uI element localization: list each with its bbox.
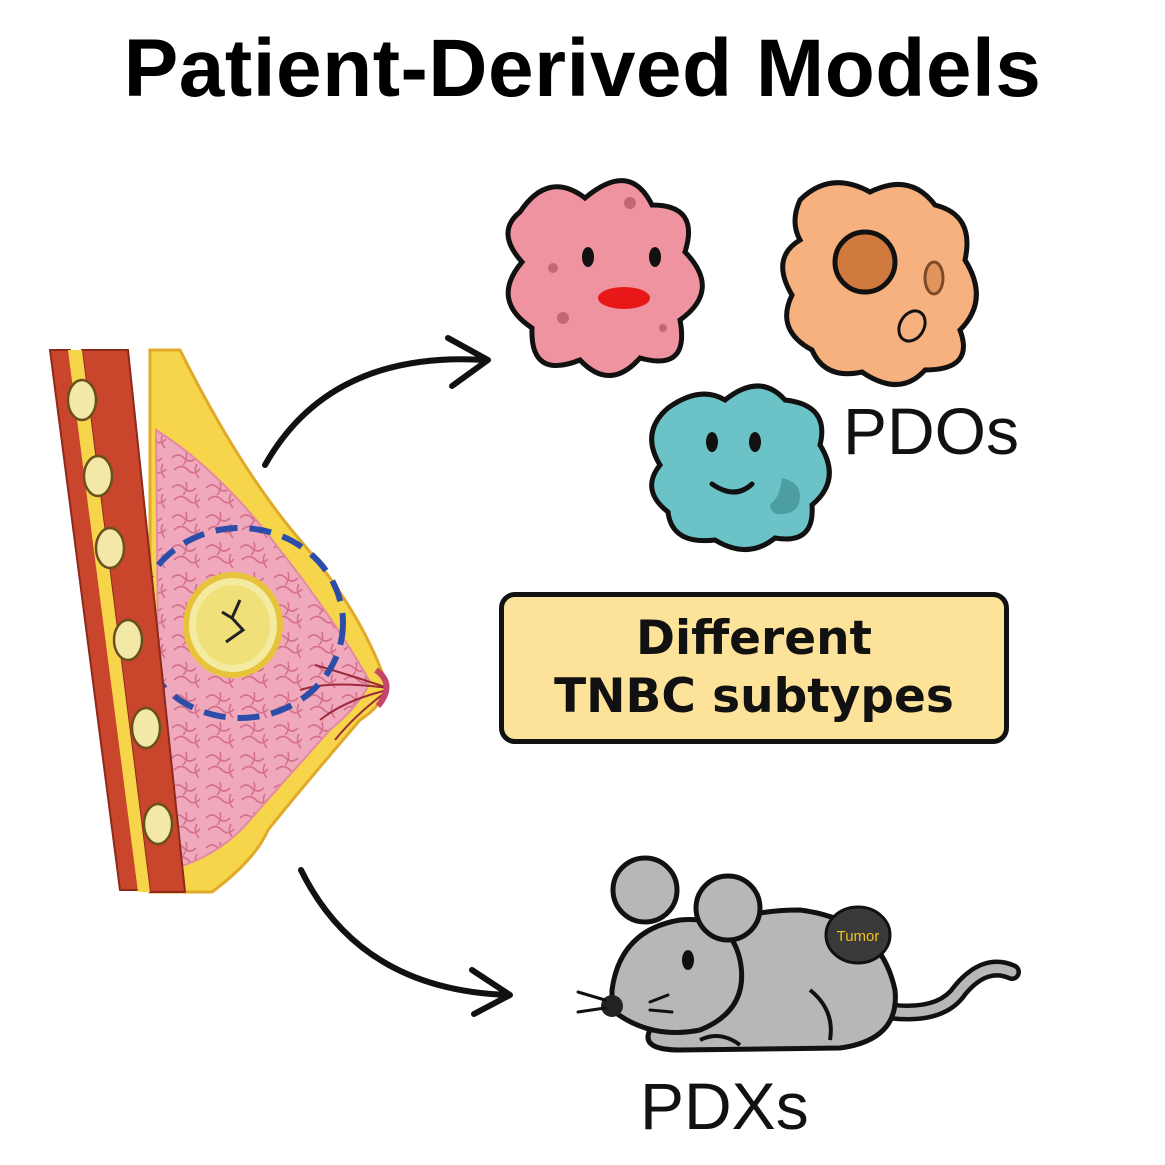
arrow-to-pdxs — [298, 867, 513, 1017]
pink-organoid — [505, 178, 705, 378]
breast-cross-section-illustration — [48, 348, 390, 894]
teal-organoid — [649, 383, 832, 552]
arrow-to-pdos — [262, 335, 491, 468]
page-title: Patient-Derived Models — [123, 23, 1042, 114]
mouse-tumor: Tumor — [824, 905, 892, 965]
orange-organoid — [780, 180, 979, 387]
breast-tumor-nodule — [183, 572, 283, 678]
mouse-illustration: Tumor — [576, 855, 1021, 1053]
subtypes-box-line2: TNBC subtypes — [554, 669, 954, 724]
subtypes-box-line1: Different — [635, 611, 873, 666]
tnbc-subtypes-box: Different TNBC subtypes — [499, 592, 1009, 744]
pdxs-label: PDXs — [640, 1069, 809, 1143]
pdos-label: PDOs — [843, 394, 1020, 468]
tumor-label: Tumor — [837, 928, 880, 945]
